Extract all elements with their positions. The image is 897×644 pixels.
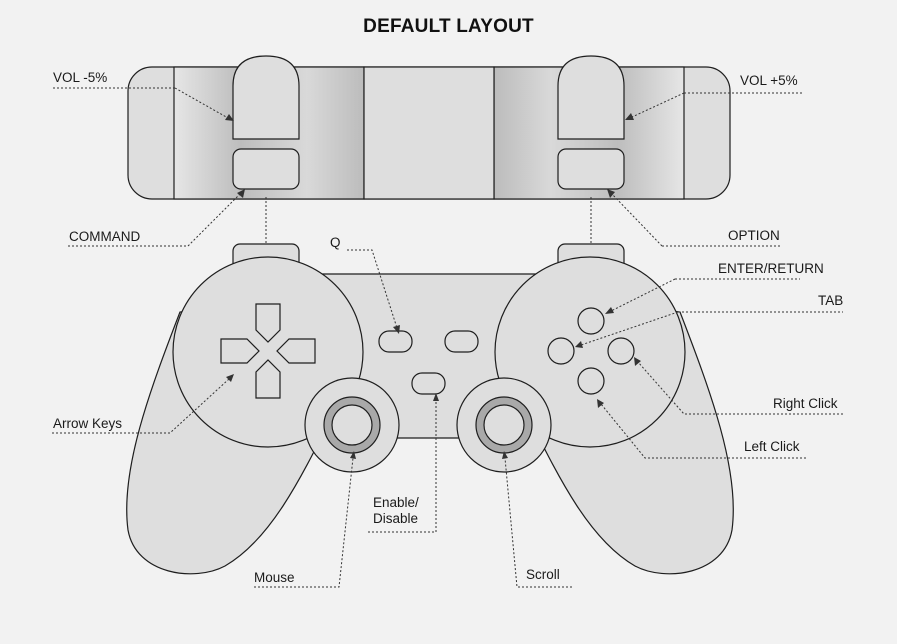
enable-disable-button[interactable]: [411, 372, 446, 395]
r2-trigger[interactable]: [557, 55, 625, 140]
label-tab: TAB: [818, 293, 844, 308]
label-enable-disable: Enable/ Disable: [373, 495, 419, 526]
face-button-top[interactable]: [577, 307, 605, 335]
q-button[interactable]: [378, 330, 413, 353]
diagram-title: DEFAULT LAYOUT: [363, 16, 534, 37]
label-option: OPTION: [728, 228, 780, 243]
label-vol-up: VOL +5%: [740, 73, 798, 88]
top-view-panel: [127, 66, 731, 200]
label-scroll: Scroll: [526, 567, 560, 582]
l2-trigger[interactable]: [232, 55, 300, 140]
label-command: COMMAND: [69, 229, 141, 244]
face-button-left[interactable]: [547, 337, 575, 365]
label-vol-down: VOL -5%: [53, 70, 108, 85]
label-q: Q: [330, 235, 341, 250]
d-pad[interactable]: [220, 303, 316, 399]
left-thumbstick[interactable]: [304, 377, 400, 473]
r1-bumper[interactable]: [557, 148, 625, 190]
label-right-click: Right Click: [773, 396, 838, 411]
label-enter-return: ENTER/RETURN: [718, 261, 824, 276]
options-button[interactable]: [444, 330, 479, 353]
face-button-right[interactable]: [607, 337, 635, 365]
face-button-bottom[interactable]: [577, 367, 605, 395]
label-arrow-keys: Arrow Keys: [53, 416, 123, 431]
l1-bumper[interactable]: [232, 148, 300, 190]
label-left-click: Left Click: [744, 439, 800, 454]
right-thumbstick[interactable]: [456, 377, 552, 473]
label-mouse: Mouse: [254, 570, 295, 585]
leader-lines: [52, 87, 843, 588]
